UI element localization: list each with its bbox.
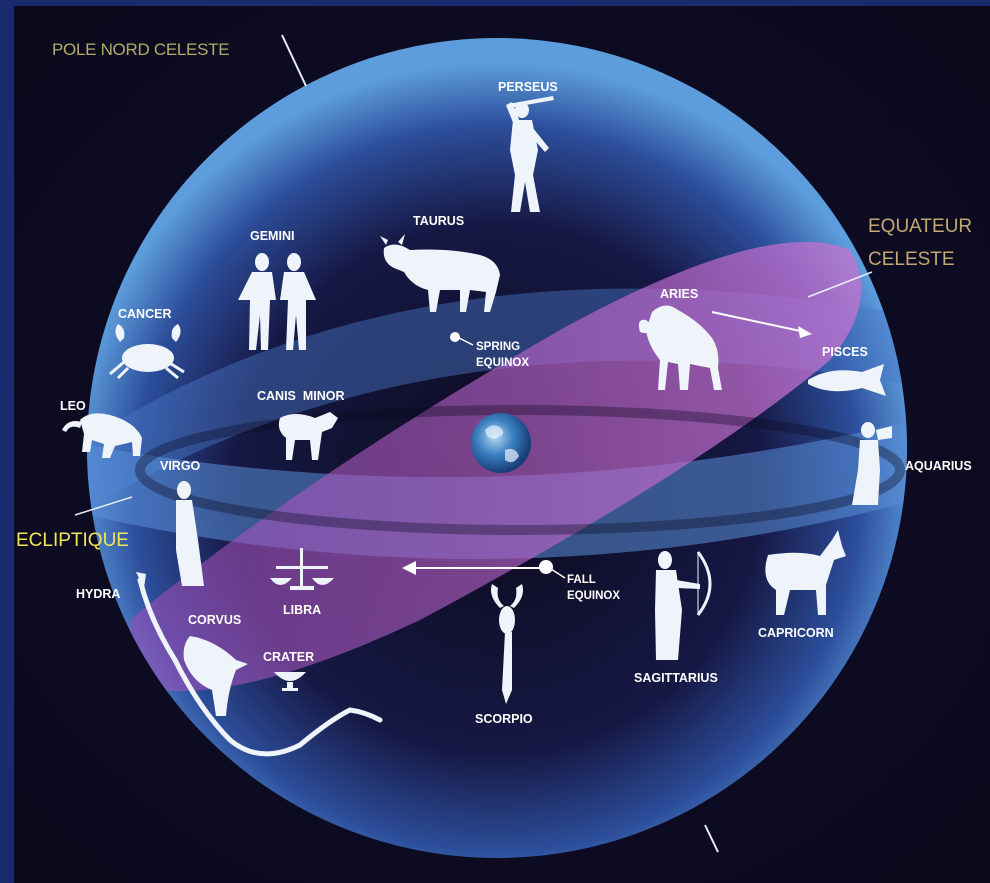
- spring-equinox-point: [450, 332, 460, 342]
- canis-minor-label: CANIS MINOR: [257, 389, 345, 403]
- capricorn-label: CAPRICORN: [758, 626, 834, 640]
- cancer-label: CANCER: [118, 307, 171, 321]
- perseus-label: PERSEUS: [498, 80, 558, 94]
- aries-label: ARIES: [660, 287, 698, 301]
- celestial-equator-annotation-line2: CELESTE: [868, 249, 955, 270]
- scorpio-label: SCORPIO: [475, 712, 533, 726]
- spring-equinox-label-line2: EQUINOX: [476, 357, 529, 369]
- earth-globe: [471, 413, 531, 473]
- spring-equinox-label-line1: SPRING: [476, 341, 520, 353]
- virgo-label: VIRGO: [160, 459, 201, 473]
- pisces-label: PISCES: [822, 345, 868, 359]
- sagittarius-label: SAGITTARIUS: [634, 671, 718, 685]
- hydra-label: HYDRA: [76, 587, 120, 601]
- fall-equinox-label-line1: FALL: [567, 574, 596, 586]
- fall-equinox-label-line2: EQUINOX: [567, 590, 620, 602]
- celestial-equator-annotation-line1: EQUATEUR: [868, 216, 972, 237]
- north-celestial-pole-annotation: POLE NORD CELESTE: [52, 40, 229, 59]
- aquarius-label: AQUARIUS: [905, 459, 972, 473]
- taurus-label: TAURUS: [413, 214, 464, 228]
- ecliptic-annotation: ECLIPTIQUE: [16, 530, 129, 551]
- libra-label: LIBRA: [283, 603, 321, 617]
- fall-equinox-point: [539, 560, 553, 574]
- corvus-label: CORVUS: [188, 613, 241, 627]
- leo-label: LEO: [60, 399, 86, 413]
- gemini-label: GEMINI: [250, 229, 294, 243]
- crater-label: CRATER: [263, 650, 314, 664]
